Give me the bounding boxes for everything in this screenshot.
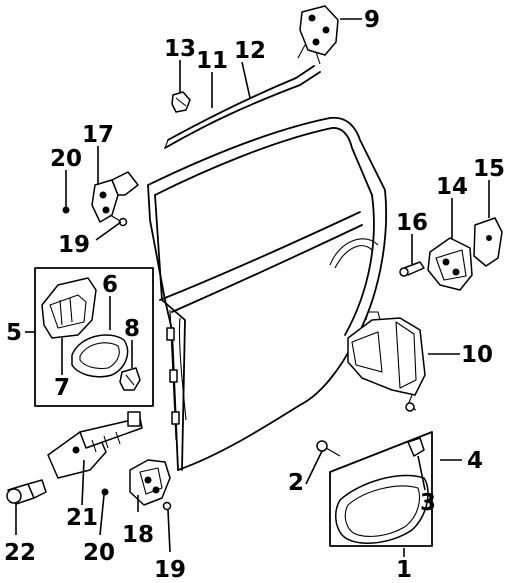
leader-lines	[15, 18, 490, 557]
callout-3: 3	[420, 490, 436, 516]
callout-11: 11	[196, 48, 228, 74]
door-shell	[147, 116, 388, 471]
callout-12: 12	[234, 38, 266, 64]
callout-numbers: 1 2 3 4 5 6 7 8 9 10 11 12 13 14 15 16 1…	[4, 7, 505, 583]
callout-19-upper: 19	[58, 232, 90, 258]
callout-2: 2	[288, 470, 304, 496]
inset-box-handle	[34, 267, 154, 407]
callout-9: 9	[364, 7, 380, 33]
callout-15: 15	[473, 156, 505, 182]
callout-20-lower: 20	[83, 540, 115, 566]
callout-8: 8	[124, 316, 140, 342]
part-21-door-check	[47, 411, 143, 479]
callout-6: 6	[102, 272, 118, 298]
part-10-actuator	[347, 311, 426, 412]
callout-10: 10	[461, 342, 493, 368]
part-14-lock-assembly	[399, 217, 503, 291]
callout-5: 5	[6, 320, 22, 346]
part-9-bracket	[297, 5, 339, 65]
callout-17: 17	[82, 122, 114, 148]
callout-7: 7	[54, 375, 70, 401]
callout-14: 14	[436, 174, 468, 200]
callout-21: 21	[66, 505, 98, 531]
callout-20-upper: 20	[50, 146, 82, 172]
part-18-hinge	[101, 459, 172, 511]
part-17-hinge	[62, 171, 139, 227]
inset-box-outside-handle	[316, 431, 433, 547]
callout-4: 4	[467, 448, 483, 474]
callout-13: 13	[164, 36, 196, 62]
callout-18: 18	[122, 522, 154, 548]
callout-22: 22	[4, 540, 36, 566]
callout-16: 16	[396, 210, 428, 236]
part-22-bolt	[6, 479, 47, 505]
part-13-clip	[171, 91, 191, 113]
callout-19-lower: 19	[154, 557, 186, 583]
run-channel	[164, 65, 321, 149]
callout-1: 1	[396, 557, 412, 583]
